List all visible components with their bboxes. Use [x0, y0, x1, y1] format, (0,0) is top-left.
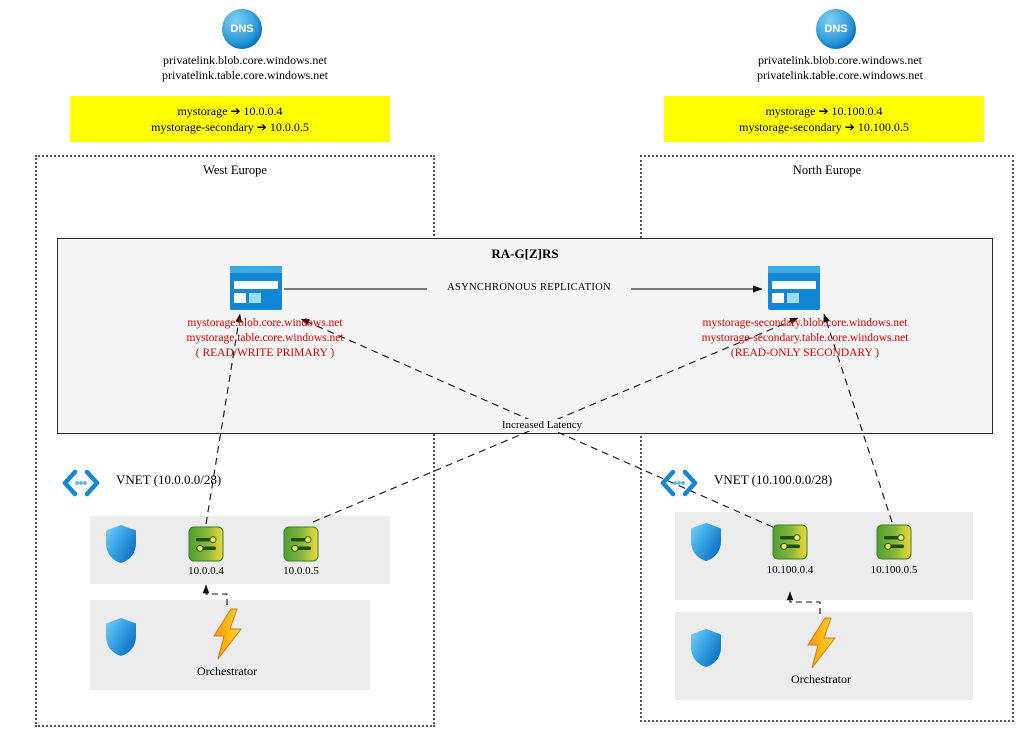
function-bolt-icon — [204, 607, 250, 661]
dns-records-north: mystorage ➔ 10.100.0.4 mystorage-seconda… — [664, 96, 984, 142]
endpoint-role: (READ-ONLY SECONDARY ) — [730, 347, 880, 359]
dns-record: mystorage-secondary ➔ 10.100.0.5 — [739, 120, 909, 134]
nic-icon — [772, 524, 808, 560]
dns-icon: DNS — [816, 9, 856, 49]
nic-icon — [188, 526, 224, 562]
dns-icon-label: DNS — [824, 23, 848, 35]
dns-zone-line: privatelink.blob.core.windows.net — [758, 53, 922, 67]
nic-ip-label: 10.100.0.5 — [870, 564, 918, 576]
dns-icon: DNS — [222, 9, 262, 49]
orchestrator-label: Orchestrator — [197, 664, 257, 678]
vnet-label-north: VNET (10.100.0.0/28) — [714, 472, 833, 487]
nsg-shield-icon — [689, 628, 723, 668]
secondary-endpoints: mystorage-secondary.blob.core.windows.ne… — [645, 316, 965, 361]
dns-records-west: mystorage ➔ 10.0.0.4 mystorage-secondary… — [70, 96, 390, 142]
primary-endpoints: mystorage.blob.core.windows.net mystorag… — [105, 316, 425, 361]
vnet-label-west: VNET (10.0.0.0/28) — [116, 472, 222, 487]
vnet-icon — [58, 463, 104, 503]
orchestrator-label: Orchestrator — [791, 672, 851, 686]
dns-record: mystorage-secondary ➔ 10.0.0.5 — [151, 120, 309, 134]
nic-ip-label: 10.100.0.4 — [766, 564, 814, 576]
nsg-shield-icon — [104, 617, 138, 657]
storage-account-secondary-icon — [768, 266, 820, 310]
region-label: West Europe — [203, 163, 267, 177]
vnet-icon — [656, 463, 702, 503]
nic-icon — [876, 524, 912, 560]
endpoint-line: mystorage.table.core.windows.net — [186, 332, 344, 344]
function-bolt-icon — [798, 616, 844, 670]
dns-record: mystorage ➔ 10.100.0.4 — [765, 104, 883, 118]
nic-icon — [283, 526, 319, 562]
dns-zone-names-north: privatelink.blob.core.windows.net privat… — [680, 53, 1000, 83]
dns-zone-line: privatelink.table.core.windows.net — [757, 68, 923, 82]
nsg-shield-icon — [689, 522, 723, 562]
replication-title: RA-G[Z]RS — [491, 246, 559, 261]
nic-ip-label: 10.0.0.5 — [283, 565, 319, 577]
endpoint-line: mystorage-secondary.blob.core.windows.ne… — [702, 317, 908, 329]
storage-account-primary-icon — [230, 266, 282, 310]
dns-zone-line: privatelink.blob.core.windows.net — [163, 53, 327, 67]
increased-latency-label: Increased Latency — [478, 419, 606, 431]
region-label: North Europe — [792, 163, 862, 177]
dns-record: mystorage ➔ 10.0.0.4 — [177, 104, 283, 118]
endpoint-role: ( READ/WRITE PRIMARY ) — [195, 347, 335, 359]
endpoint-line: mystorage-secondary.table.core.windows.n… — [701, 332, 909, 344]
nic-ip-label: 10.0.0.4 — [188, 565, 224, 577]
endpoint-line: mystorage.blob.core.windows.net — [187, 317, 343, 329]
dns-icon-label: DNS — [230, 23, 254, 35]
replication-arrow-label: ASYNCHRONOUS REPLICATION — [427, 281, 631, 294]
dns-zone-line: privatelink.table.core.windows.net — [162, 68, 328, 82]
dns-zone-names-west: privatelink.blob.core.windows.net privat… — [85, 53, 405, 83]
nsg-shield-icon — [104, 524, 138, 564]
